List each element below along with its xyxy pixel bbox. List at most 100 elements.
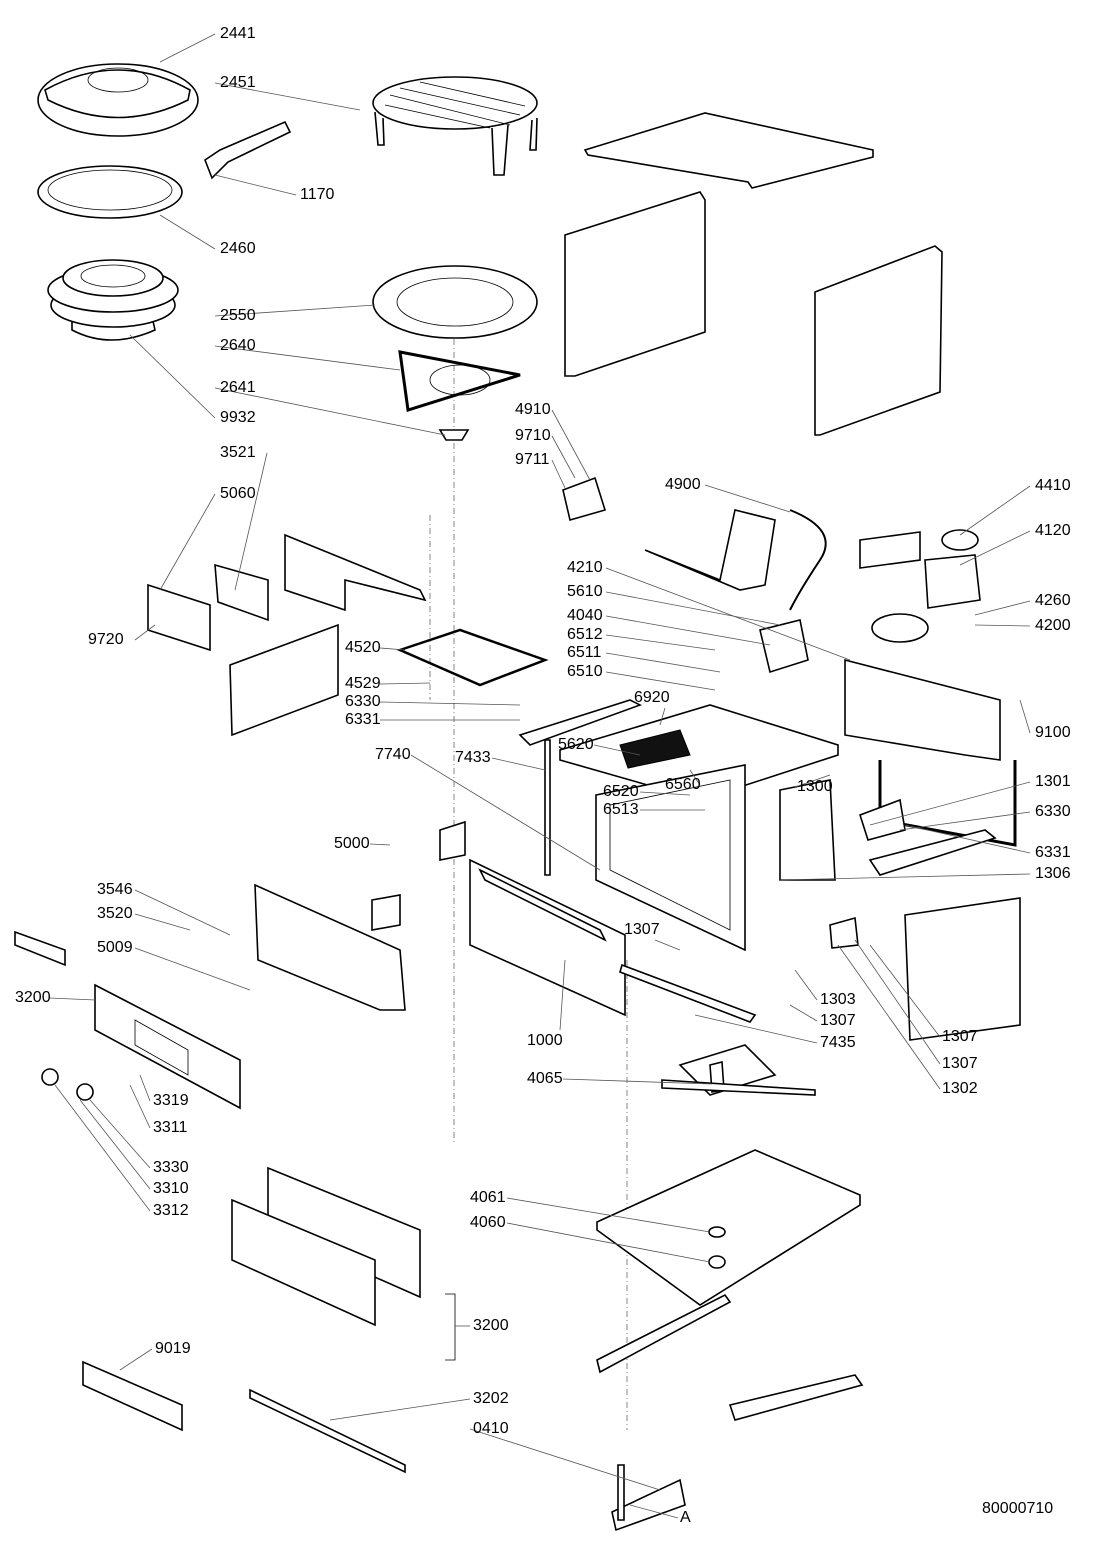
leader-line (214, 82, 361, 111)
leader-line (605, 615, 771, 646)
label-1300: 1300 (797, 778, 833, 795)
leader-line (562, 1078, 713, 1085)
leader-line (129, 1084, 151, 1129)
label-1170: 1170 (300, 186, 335, 203)
bottom-rail-left (596, 1293, 732, 1374)
leader-line (79, 1099, 151, 1190)
label-4120: 4120 (1035, 522, 1071, 539)
part-5000-switch (439, 820, 466, 861)
part-4900-power-cord (789, 509, 827, 611)
part-4060-motor (708, 1255, 726, 1269)
leader-line (379, 682, 431, 685)
insulation-pad-right (904, 897, 1021, 1041)
label-3200-bottom: 3200 (473, 1317, 509, 1334)
part-2451-rack (372, 76, 538, 176)
label-4410: 4410 (1035, 477, 1071, 494)
leader-line (469, 1428, 661, 1491)
leader-line (689, 769, 701, 786)
part-3200-control-panel (94, 983, 241, 1110)
label-6520: 6520 (603, 783, 639, 800)
leader-line (794, 969, 818, 1001)
leader-line (654, 939, 681, 951)
leader-line (899, 811, 1031, 831)
leader-line (904, 824, 1031, 854)
door-handle (478, 868, 607, 942)
part-1301-seal (878, 760, 1017, 847)
label-3521: 3521 (220, 444, 256, 461)
leader-line (789, 1004, 818, 1022)
label-5620: 5620 (558, 736, 594, 753)
label-6511: 6511 (567, 644, 602, 661)
part-9019-strip (82, 1360, 183, 1432)
leader-line (134, 624, 156, 641)
label-1307-b: 1307 (820, 1012, 856, 1029)
label-1303: 1303 (820, 991, 856, 1008)
leader-line (506, 1197, 711, 1233)
leader-line (605, 634, 716, 651)
part-2550-turntable (372, 265, 538, 339)
label-5060: 5060 (220, 485, 256, 502)
leader-line (134, 947, 251, 991)
leader-line (854, 939, 941, 1065)
label-3520: 3520 (97, 905, 133, 922)
leader-line (959, 485, 1031, 536)
left-side-panel (564, 191, 706, 377)
part-9720-circuit-board (147, 583, 211, 652)
leader-line (605, 652, 721, 673)
leader-line (491, 757, 546, 771)
label-9711: 9711 (515, 451, 550, 468)
part-3200-front-glass (231, 1198, 376, 1327)
label-1306: 1306 (1035, 865, 1071, 882)
part-4910-switch-bracket (562, 476, 607, 522)
label-6510: 6510 (567, 663, 603, 680)
part-0410-post (617, 1464, 625, 1521)
label-3311: 3311 (153, 1119, 188, 1136)
label-3330: 3330 (153, 1159, 189, 1176)
leader-line (974, 624, 1031, 627)
label-3200-top: 3200 (15, 989, 51, 1006)
leader-line (214, 345, 401, 371)
part-4210-air-duct (644, 509, 776, 591)
leader-line (139, 1074, 151, 1102)
knob-3312 (41, 1068, 59, 1086)
label-6331: 6331 (345, 711, 381, 728)
label-5610: 5610 (567, 583, 603, 600)
label-2441: 2441 (220, 25, 256, 42)
leader-line (694, 1014, 818, 1044)
leader-line (551, 435, 576, 479)
drawing-number: 80000710 (982, 1500, 1054, 1517)
leader-line (974, 600, 1031, 616)
top-cover-panel (583, 112, 874, 189)
leader-line (234, 452, 268, 591)
leader-line (379, 647, 406, 651)
leader-line (410, 754, 601, 871)
label-4529: 4529 (345, 675, 381, 692)
leader-line (869, 944, 941, 1038)
leader-line (605, 591, 781, 626)
leader-line (704, 484, 791, 513)
part-4410-fan (859, 529, 979, 643)
leader-line (159, 214, 216, 250)
leader-line (214, 387, 446, 436)
label-4900: 4900 (665, 476, 701, 493)
part-3200-front-frame (267, 1166, 421, 1299)
leader-line (779, 873, 1031, 881)
part-9932-steamer (47, 259, 179, 341)
knob-3310 (76, 1083, 94, 1101)
part-1170-handle (204, 120, 292, 180)
label-2640: 2640 (220, 337, 256, 354)
leader-line (506, 1222, 711, 1263)
label-9720: 9720 (88, 631, 124, 648)
leader-line (605, 671, 716, 691)
leader-line (159, 33, 216, 63)
label-3310: 3310 (153, 1180, 189, 1197)
leader-line (639, 791, 691, 796)
part-2441-cover (37, 63, 199, 137)
label-1302: 1302 (942, 1080, 978, 1097)
label-6920: 6920 (634, 689, 670, 706)
label-6331-right: 6331 (1035, 844, 1071, 861)
part-6331-latch (859, 798, 906, 841)
label-5009: 5009 (97, 939, 133, 956)
leader-line (659, 707, 666, 726)
